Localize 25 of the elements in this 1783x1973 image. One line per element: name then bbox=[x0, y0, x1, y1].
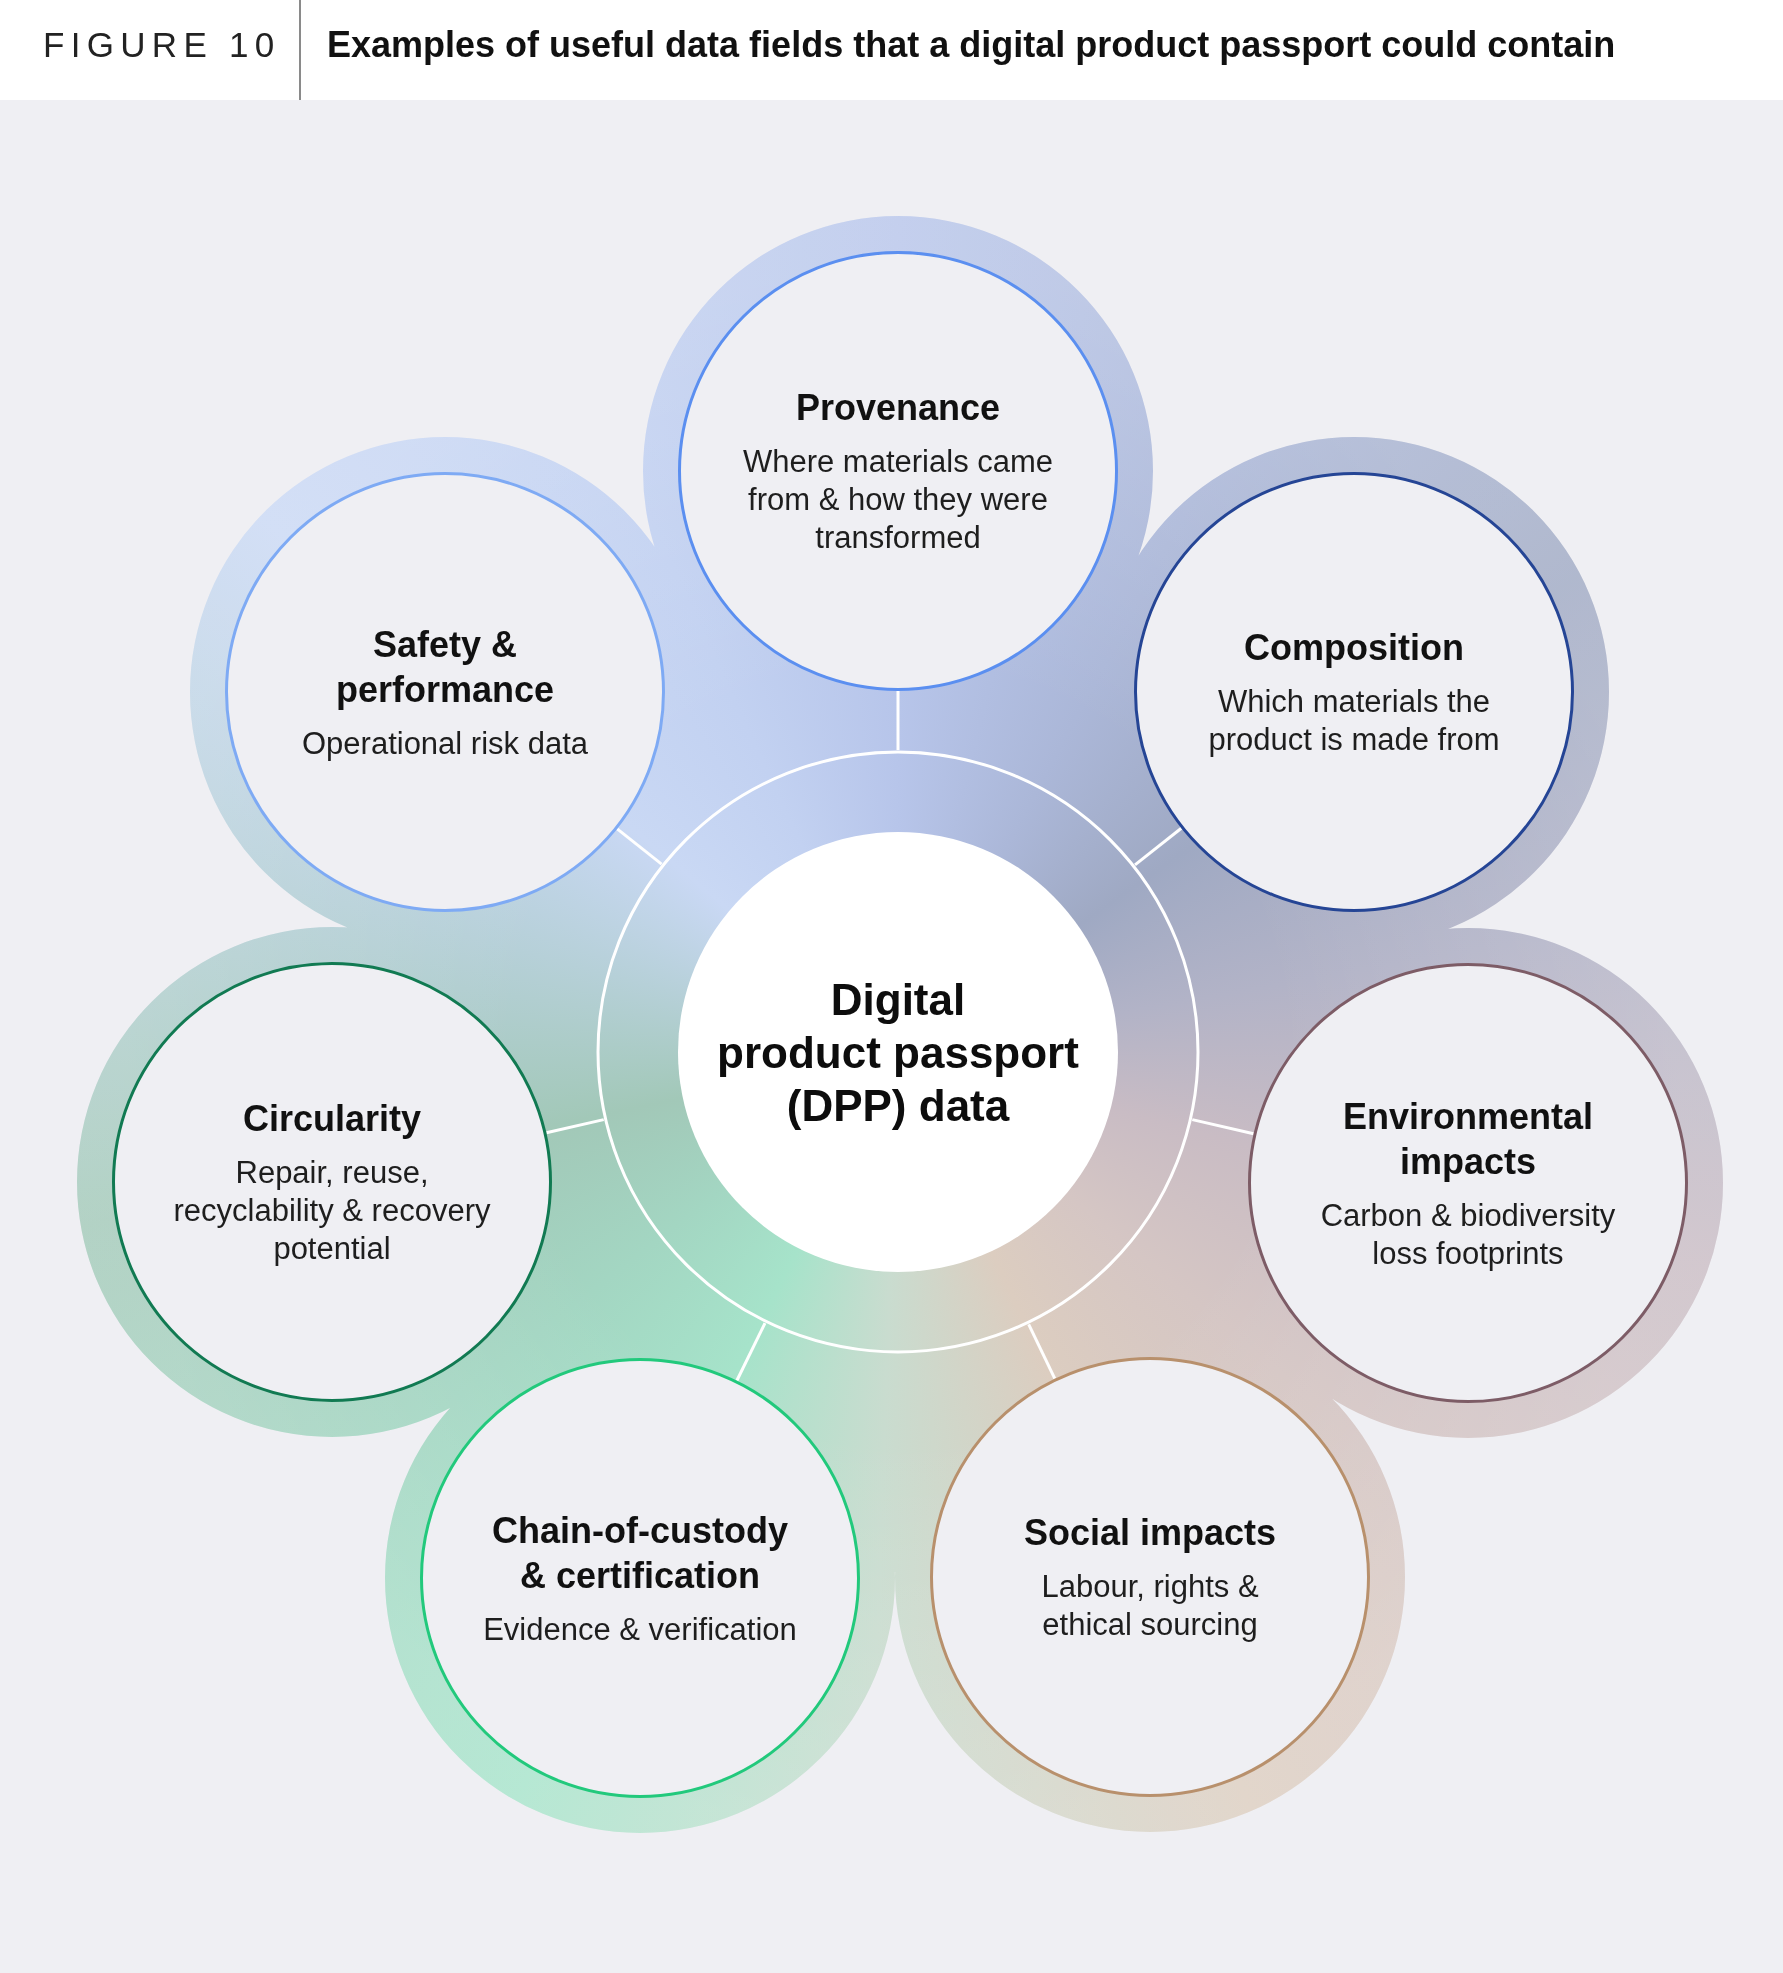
topic-title: Safety & performance bbox=[334, 622, 556, 712]
topic-title: Provenance bbox=[795, 386, 1001, 430]
figure-title: Examples of useful data fields that a digital product passport could contain bbox=[327, 24, 1616, 66]
connector-line bbox=[1027, 1323, 1057, 1380]
connector-line bbox=[1134, 827, 1183, 867]
topic-title: Environmental impacts bbox=[1341, 1094, 1595, 1184]
topic-title: Chain-of-custody & certification bbox=[491, 1508, 789, 1598]
topic-description: Evidence & verification bbox=[483, 1610, 797, 1649]
topic-description: Which materials the product is made from bbox=[1207, 683, 1501, 759]
topic-title: Circularity bbox=[242, 1097, 422, 1141]
topic-title: Social impacts bbox=[1023, 1511, 1277, 1555]
figure-number: FIGURE 10 bbox=[43, 25, 281, 65]
topic-description: Repair, reuse, recyclability & recovery potential bbox=[172, 1154, 492, 1268]
hub-title: Digital product passport (DPP) data bbox=[716, 973, 1080, 1132]
topic-title: Composition bbox=[1244, 626, 1464, 670]
connector-line bbox=[1191, 1118, 1254, 1136]
topic-description: Labour, rights & ethical sourcing bbox=[1040, 1568, 1260, 1644]
topic-description: Where materials came from & how they were transformed bbox=[741, 443, 1055, 557]
connector-line bbox=[546, 1118, 605, 1135]
hub-circle bbox=[596, 750, 1200, 1354]
connector-line bbox=[616, 827, 663, 866]
topic-description: Operational risk data bbox=[301, 724, 588, 763]
connector-line bbox=[896, 691, 900, 750]
topic-description: Carbon & biodiversity loss footprints bbox=[1319, 1196, 1617, 1273]
connector-line bbox=[735, 1322, 767, 1382]
